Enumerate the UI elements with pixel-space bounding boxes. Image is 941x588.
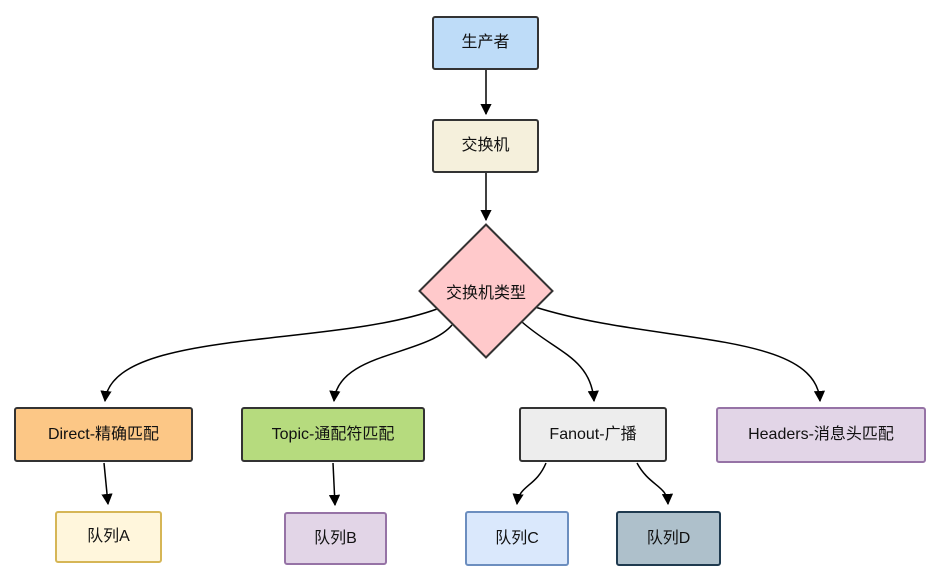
node-direct: Direct-精确匹配	[14, 407, 193, 462]
node-exchange-label: 交换机	[461, 137, 510, 155]
edge-fanout-queue-d	[636, 462, 674, 506]
node-producer-label: 生产者	[461, 34, 510, 52]
edge-topic-queue-b	[328, 462, 341, 507]
node-queue-c: 队列C	[465, 511, 569, 566]
edge-type-headers	[534, 306, 826, 403]
edge-type-direct	[100, 308, 438, 403]
edge-direct-queue-a	[101, 462, 113, 506]
node-producer: 生产者	[432, 16, 539, 70]
node-queue-a: 队列A	[55, 511, 162, 563]
node-fanout-label: Fanout-广播	[549, 425, 637, 443]
node-fanout: Fanout-广播	[519, 407, 667, 462]
node-topic: Topic-通配符匹配	[241, 407, 425, 462]
node-queue-a-label: 队列A	[87, 528, 130, 546]
edge-fanout-queue-c	[512, 462, 547, 506]
node-queue-c-label: 队列C	[495, 529, 539, 547]
node-queue-b-label: 队列B	[314, 529, 357, 547]
node-exchange: 交换机	[432, 119, 539, 173]
node-topic-label: Topic-通配符匹配	[271, 425, 395, 443]
node-direct-label: Direct-精确匹配	[47, 425, 160, 443]
node-queue-d-label: 队列D	[646, 529, 691, 547]
node-exchange-type: 交换机类型	[418, 223, 554, 359]
edge-type-topic	[329, 324, 453, 403]
node-queue-d: 队列D	[616, 511, 721, 566]
node-headers-label: Headers-消息头匹配	[748, 426, 894, 444]
node-queue-b: 队列B	[284, 512, 387, 565]
node-headers: Headers-消息头匹配	[716, 407, 926, 463]
node-exchange-type-label: 交换机类型	[445, 285, 526, 302]
